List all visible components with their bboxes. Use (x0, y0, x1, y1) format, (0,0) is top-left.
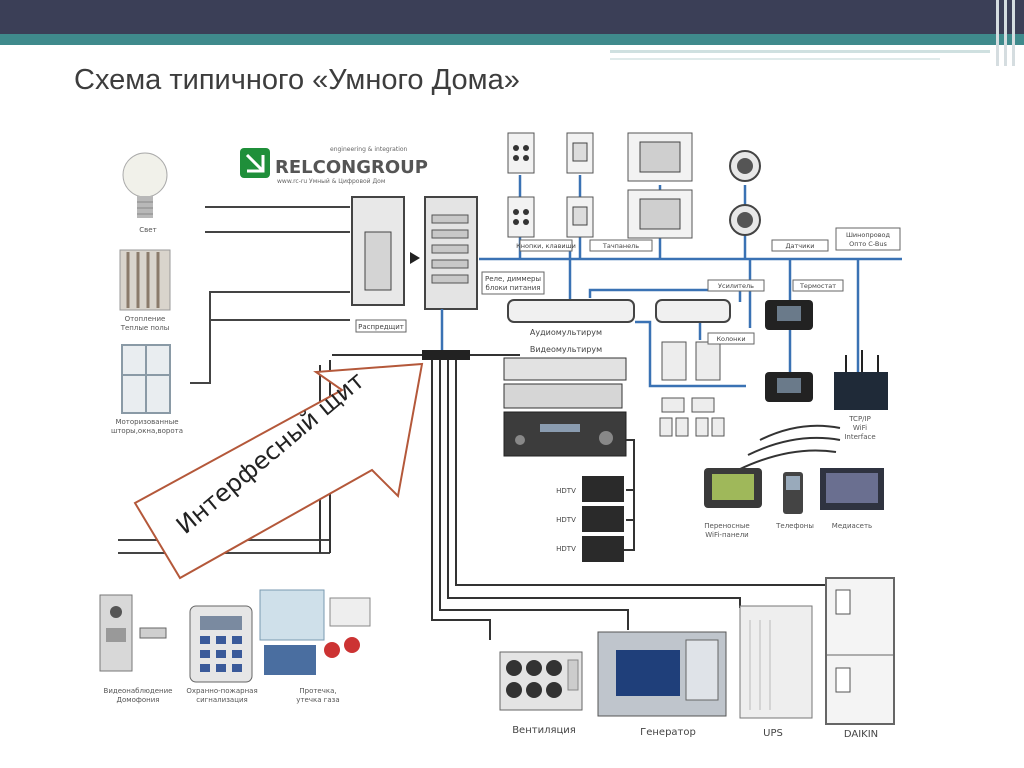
header-teal-band (0, 34, 1024, 45)
light-bulb-icon (122, 152, 168, 218)
label-heating-line1: Отопление (125, 315, 166, 323)
header-dark-band (0, 0, 1024, 34)
logo-name: RELCONGROUP (275, 157, 428, 178)
label-leak-line1: Протечка, (299, 687, 336, 695)
label-hdtv-3: HDTV (556, 545, 576, 553)
label-surveillance-line1: Видеонаблюдение (104, 687, 173, 695)
label-cbus-line2: Опто C-Bus (849, 240, 887, 248)
label-generator: Генератор (640, 727, 696, 738)
ups-icon (739, 605, 813, 719)
interface-terminal-icon (422, 350, 470, 360)
label-cbus-line1: Шинопровод (846, 231, 891, 239)
left-wires (118, 206, 350, 554)
relay-panel-icon (424, 196, 478, 310)
relcongroup-logo: RELCONGROUP engineering & integration ww… (240, 146, 428, 185)
label-ups: UPS (763, 728, 783, 739)
radiator-icon (119, 249, 171, 311)
label-wifi-line3: Interface (844, 433, 875, 441)
audio-multiroom-icon (507, 299, 635, 323)
label-thermostat: Термостат (799, 282, 836, 290)
distribution-panel-icon (351, 196, 420, 306)
switch-buttons-icon (507, 132, 535, 238)
label-relay-line1: Реле, диммеры (485, 275, 541, 283)
label-light: Свет (139, 226, 156, 234)
label-heating-line2: Теплые полы (120, 324, 170, 332)
corner-stripe (996, 0, 999, 66)
wifi-router-icon (834, 350, 888, 410)
label-portable-line2: WiFi-панели (705, 531, 748, 539)
label-relay-line2: блоки питания (486, 284, 541, 292)
label-buttons: Кнопки, клавиши (516, 242, 576, 250)
speakers-icon (659, 341, 725, 437)
logo-tagline-top: engineering & integration (330, 146, 408, 153)
portable-panel-icon (704, 468, 762, 508)
window-icon (121, 344, 171, 414)
thermostat-icon (765, 300, 813, 402)
amplifier-icon (655, 299, 731, 323)
ventilation-icon (499, 651, 583, 711)
touch-panel-small-icon (566, 132, 594, 238)
header-accent-line (610, 50, 990, 53)
corner-stripe (1004, 0, 1007, 66)
label-hdtv-1: HDTV (556, 487, 576, 495)
label-ventilation: Вентиляция (512, 725, 576, 736)
label-portable-line1: Переносные (704, 522, 749, 530)
hdtv-icon (582, 476, 624, 562)
phone-icon (783, 472, 803, 514)
label-motorized-line1: Моторизованные (115, 418, 178, 426)
label-daikin: DAIKIN (844, 729, 878, 740)
generator-icon (597, 631, 727, 717)
wireless-signal-icon (737, 424, 841, 471)
label-sensors: Датчики (785, 242, 814, 250)
label-distribution: Распредщит (358, 323, 404, 331)
label-hdtv-2: HDTV (556, 516, 576, 524)
header-accent-line-2 (610, 58, 940, 60)
label-audio: Аудиомультирум (530, 328, 602, 337)
touch-panel-large-icon (627, 132, 693, 239)
video-equipment-rack-icon (503, 357, 627, 457)
label-mediaset: Медиасеть (832, 522, 872, 530)
logo-tagline-bottom: www.rc-ru Умный & Цифровой Дом (277, 178, 385, 185)
label-panel: Тачпанель (602, 242, 639, 250)
media-screen-icon (820, 468, 884, 510)
label-security-line1: Охранно-пожарная (186, 687, 257, 695)
sensor-icon (729, 150, 761, 236)
interface-panel-arrow: Интерфесный щит (133, 362, 424, 580)
slide-title: Схема типичного «Умного Дома» (74, 64, 520, 96)
label-phones: Телефоны (775, 522, 814, 530)
label-motorized-line2: шторы,окна,ворота (111, 427, 183, 435)
intercom-camera-icon (99, 594, 167, 672)
security-keypad-icon (189, 605, 253, 683)
label-wifi-line2: WiFi (853, 424, 867, 432)
label-speakers: Колонки (716, 335, 745, 343)
daikin-unit-icon (825, 577, 895, 725)
leak-sensor-icon (259, 589, 371, 675)
label-surveillance-line2: Домофония (117, 696, 160, 704)
label-leak-line2: утечка газа (296, 696, 339, 704)
hdtv-wires (624, 439, 635, 551)
label-wifi-line1: TCP/IP (848, 415, 871, 423)
label-amplifier: Усилитель (718, 282, 754, 290)
corner-stripe (1012, 0, 1015, 66)
label-security-line2: сигнализация (196, 696, 248, 704)
label-video: Видеомультирум (530, 345, 602, 354)
